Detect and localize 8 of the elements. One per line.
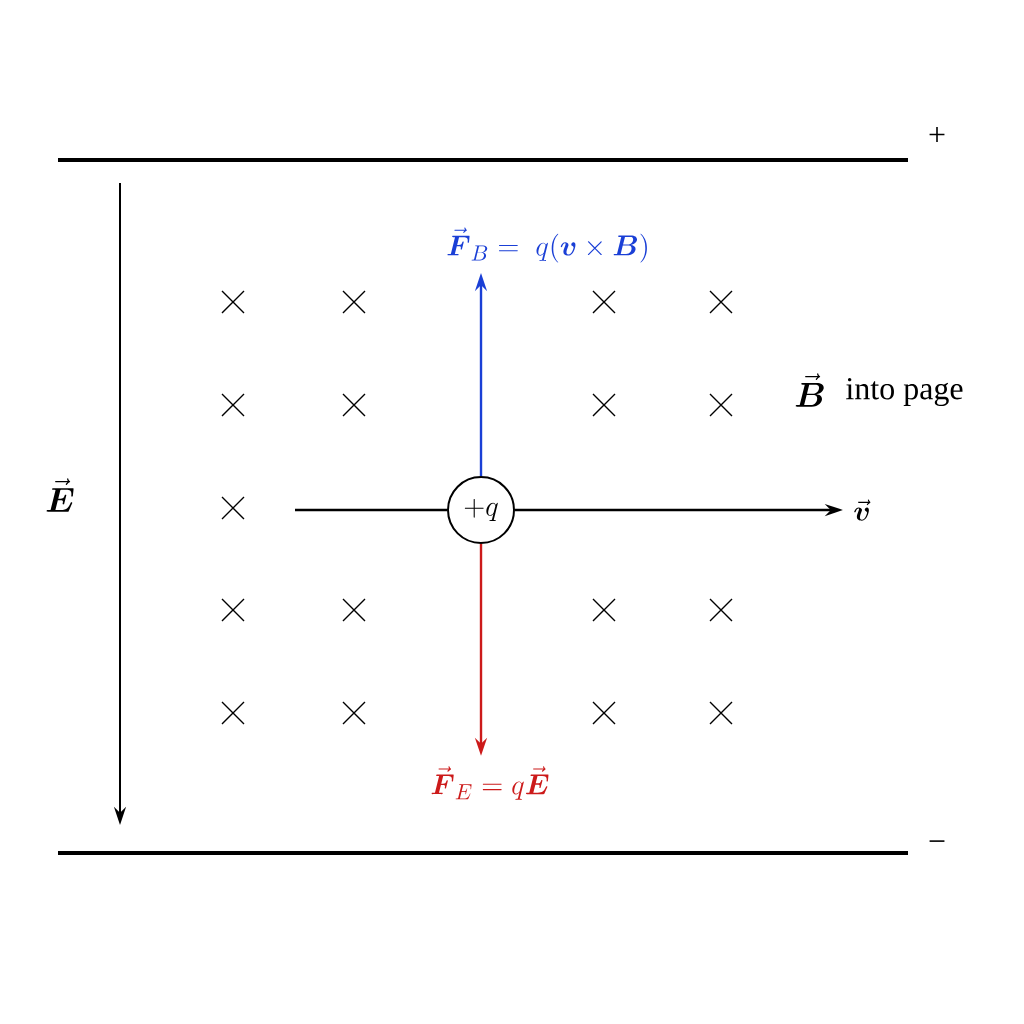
vector-label: $\vec{\boldsymbol{F}}_{E} = q\vec{\boldsymbol{E}}$	[431, 766, 549, 800]
vector-label: $\vec{\boldsymbol{F}}_{B} = \; q(\boldsymbol{v}\times\boldsymbol{B})$	[447, 227, 647, 263]
vector-label: $\vec{\boldsymbol{B}}$	[795, 373, 824, 407]
text-label: +	[929, 127, 945, 142]
text-label: −	[929, 840, 945, 842]
vector-label: $\vec{\boldsymbol{v}}$	[854, 499, 871, 521]
vector-label: $\vec{\boldsymbol{E}}$	[46, 478, 74, 512]
text-label: into page	[846, 378, 963, 407]
